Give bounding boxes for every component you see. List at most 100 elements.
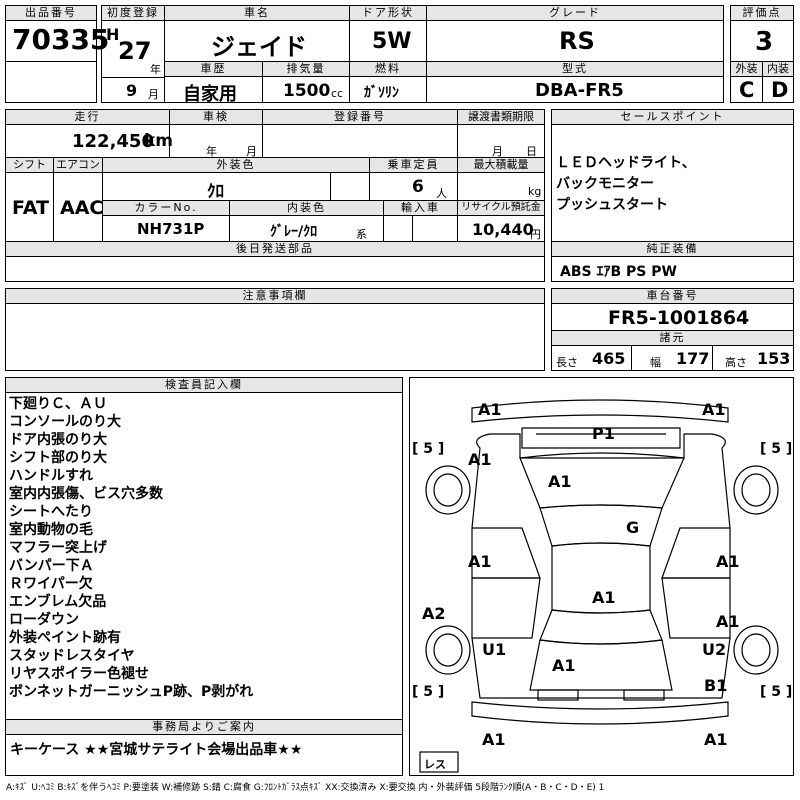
later-parts-label: 後日発送部品 [5, 241, 545, 257]
max-load-label: 最大積載量 [457, 157, 545, 173]
first-reg-cell: H 27 年 [101, 20, 165, 78]
rear-right-wheel [733, 625, 779, 675]
sales-point-item: ＬＥＤヘッドライト、 [556, 155, 696, 171]
model: DBA-FR5 [535, 80, 624, 101]
inspector-item: ハンドルすれ [9, 468, 93, 484]
inspector-item: 室内内張傷、ビス穴多数 [9, 486, 163, 502]
reg-no-cell [262, 124, 458, 158]
tread-rl-value: 5 [423, 684, 434, 700]
mileage-unit: km [144, 131, 174, 151]
notes-label: 注意事項欄 [5, 288, 545, 304]
rear-glass [539, 609, 663, 645]
ext-grade: C [739, 78, 755, 102]
trunk [529, 639, 673, 691]
chassis-label: 車台番号 [551, 288, 794, 304]
inspector-item: エンブレム欠品 [9, 594, 107, 610]
displacement: 1500 [283, 81, 331, 101]
fuel-cell: ｶﾞｿﾘﾝ [349, 76, 427, 103]
recycle-label: リサイクル預託金 [457, 200, 545, 216]
rear-right-rim [741, 633, 771, 667]
import-cell-a [383, 215, 413, 242]
ext-color: ｸﾛ [207, 182, 224, 202]
body-outline [471, 433, 731, 699]
ac-label: エアコン [53, 157, 103, 173]
inspector-item: リヤスポイラー色褪せ [9, 666, 149, 682]
displacement-unit: cc [331, 87, 344, 100]
right-rear-door [661, 577, 730, 639]
transfer-cell: 月 日 [457, 124, 545, 158]
legend: A:ｷｽﾞ U:ﾍｺﾐ B:ｷｽﾞを伴うﾍｺﾐ P:要塗装 W:補修跡 S:錆 … [6, 783, 605, 793]
mark-trunk: A1 [552, 656, 576, 675]
office-text: キーケース ★★宮城サテライト会場出品車★★ [10, 742, 303, 758]
mark-hood-p1: P1 [592, 424, 615, 443]
rear-left-rim [433, 633, 463, 667]
ac: AAC [60, 197, 104, 219]
spare-tire: レス [424, 758, 446, 771]
inspection-cell: 年 月 [169, 124, 263, 158]
transfer-month-unit: 月 [492, 145, 503, 158]
mileage-label: 走行 [5, 109, 170, 125]
mark-rr-corner: A1 [704, 730, 728, 749]
capacity-unit: 人 [436, 187, 447, 200]
mark-hood: A1 [548, 472, 572, 491]
inspector-item: シフト部のり大 [9, 450, 107, 466]
door-cell: 5W [349, 20, 427, 62]
int-grade-cell: D [762, 76, 794, 103]
inspection-month-unit: 月 [246, 145, 257, 158]
hood [519, 452, 685, 509]
office-cell: キーケース ★★宮城サテライト会場出品車★★ [5, 734, 403, 776]
sales-point-item: プッシュスタート [556, 197, 668, 213]
car-diagram-frame: A1 A1 P1 A1 A1 G A1 A1 A1 A2 A1 U1 U2 A1… [409, 377, 794, 776]
recycle-unit: 円 [530, 228, 541, 241]
mileage: 122,450 [72, 131, 154, 152]
color-no: NH731P [137, 220, 205, 238]
import-label: 輸入車 [383, 200, 458, 216]
equipment-label: 純正装備 [551, 241, 794, 257]
history-label: 車歴 [164, 61, 263, 77]
int-grade: D [771, 78, 789, 102]
model-label: 型式 [426, 61, 724, 77]
front-left-rim [433, 473, 463, 507]
grade-cell: RS [426, 20, 724, 62]
lot-no-cell: 70335 [5, 20, 109, 62]
sales-point-label: セールスポイント [551, 109, 794, 125]
tread-fl: [ 5 ] [412, 441, 445, 457]
capacity-label: 乗車定員 [369, 157, 458, 173]
rear-left-wheel [425, 625, 471, 675]
mark-fr-door: A1 [716, 552, 740, 571]
inspector-item: 外装ペイント跡有 [9, 630, 121, 646]
chassis-no: FR5-1001864 [608, 307, 750, 329]
year-unit: 年 [150, 63, 161, 76]
lot-no-label: 出品番号 [5, 5, 97, 21]
inspector-item: 室内動物の毛 [9, 522, 93, 538]
height: 153 [757, 349, 791, 368]
windshield [539, 504, 663, 547]
equipment-cell: ABS ｴｱB PS PW [551, 256, 794, 282]
notes-cell [5, 303, 545, 371]
displacement-cell: 1500 cc [262, 76, 350, 103]
max-load-cell: kg [457, 172, 545, 201]
inspector-list: 下廻りＣ、ＡＵ コンソールのり大 ドア内張のり大 シフト部のり大 ハンドルすれ … [9, 395, 253, 701]
sales-point-item: バックモニター [556, 176, 654, 192]
car-name: ジェイド [211, 33, 307, 61]
mark-fl-corner: A1 [478, 400, 502, 419]
grade: RS [559, 27, 595, 55]
int-color-label: 内装色 [229, 200, 384, 216]
capacity-cell: 6 人 [369, 172, 458, 201]
transfer-day-unit: 日 [526, 145, 537, 158]
sales-point-cell: ＬＥＤヘッドライト、 バックモニター プッシュスタート [551, 124, 794, 242]
max-load-unit: kg [528, 185, 542, 198]
score-label: 評価点 [730, 5, 794, 21]
fuel-label: 燃料 [349, 61, 427, 77]
transfer-label: 譲渡書類期限 [457, 109, 545, 125]
ac-cell: AAC [53, 172, 103, 242]
grille [521, 427, 681, 449]
inspector-item: ボンネットガーニッシュP跡、P剥がれ [9, 684, 254, 700]
height-label: 高さ [725, 356, 747, 369]
lot-no-blank [5, 61, 97, 103]
recycle: 10,440 [472, 220, 534, 239]
chassis-cell: FR5-1001864 [551, 303, 794, 331]
reg-no-label: 登録番号 [262, 109, 458, 125]
inspector-item: マフラー突上げ [9, 540, 107, 556]
width-label: 幅 [650, 356, 661, 369]
